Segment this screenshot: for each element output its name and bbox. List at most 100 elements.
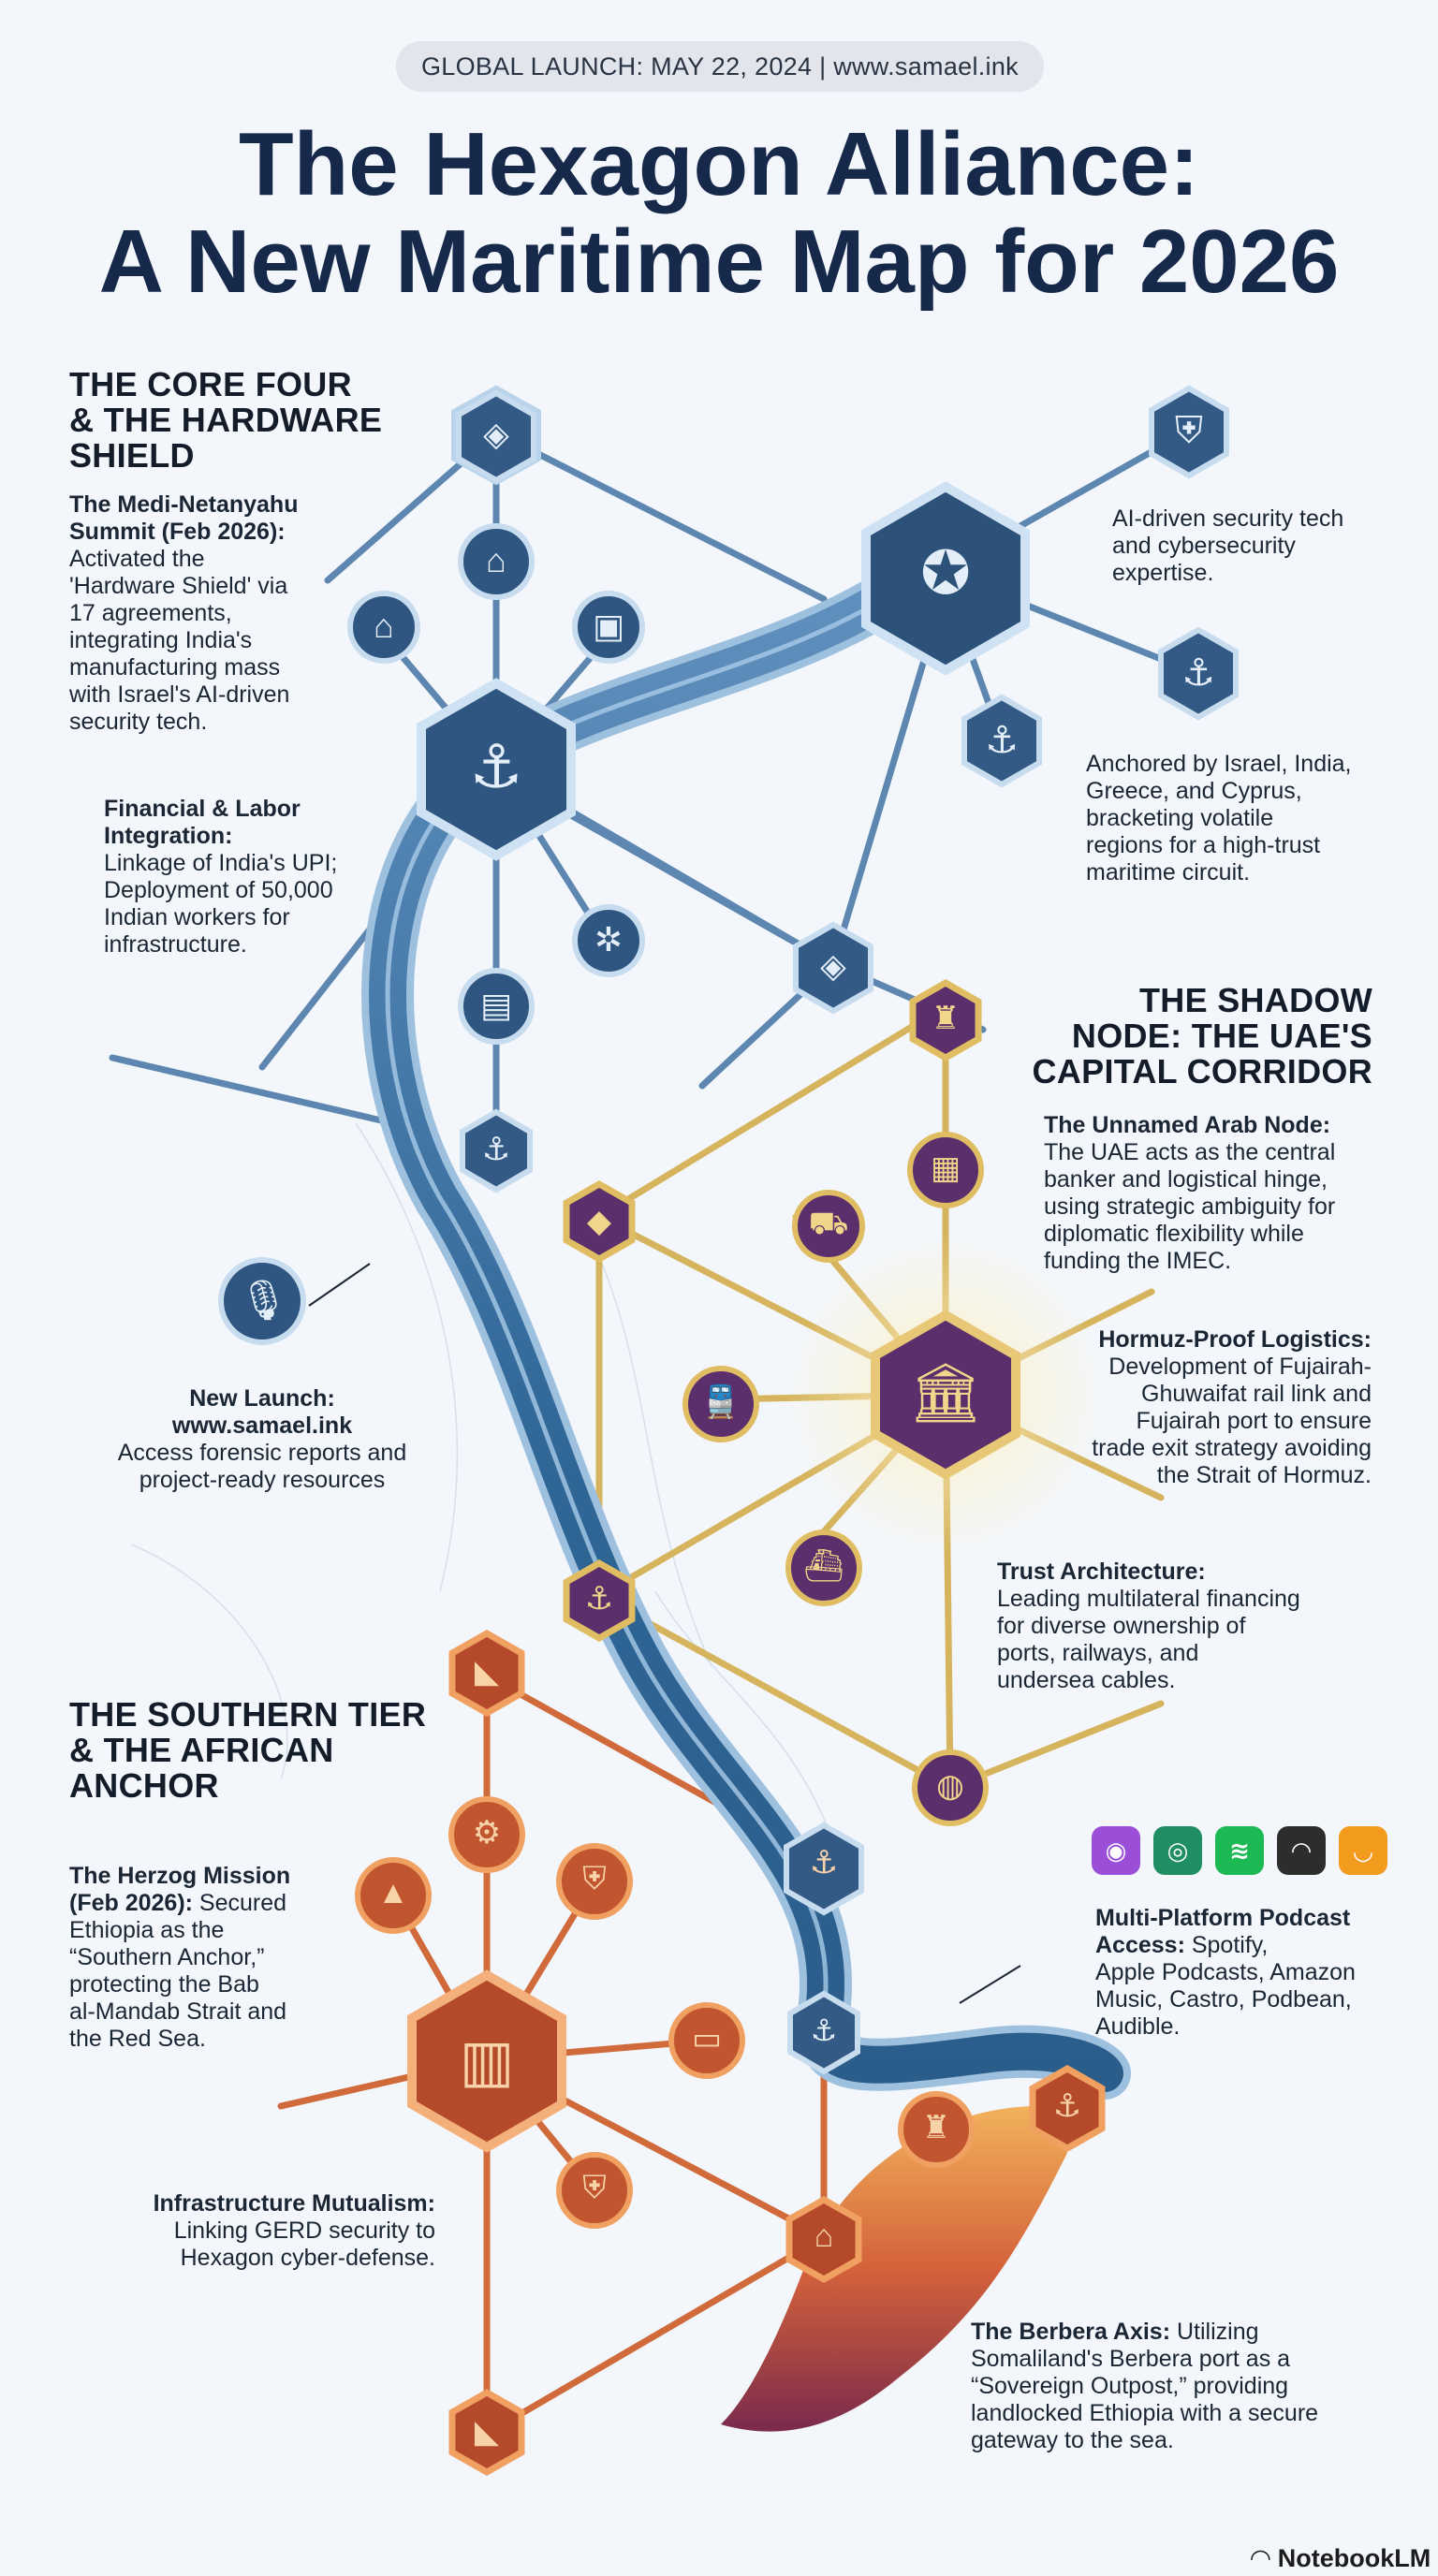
shield-check-icon: ⛨ [1175,410,1203,451]
shadow-heading-line2: NODE: THE UAE'S [1071,1017,1372,1055]
podcast-title-1: Multi-Platform Podcast [1095,1905,1351,1931]
herzog-body-line: protecting the Bab [69,1971,259,1998]
anchored-text-line: Anchored by Israel, India, [1086,751,1352,777]
cube-icon: ◈ [820,946,846,985]
summit-body-line: 'Hardware Shield' via [69,573,288,599]
southern-heading-line2: & THE AFRICAN [69,1731,334,1769]
shield-icon: ⛨ [582,1861,607,1896]
summit-body-line: Activated the [69,546,205,572]
brain-icon: ✪ [920,539,971,607]
anchored-text-line: bracketing volatile [1086,805,1274,831]
page-title-line2: A New Maritime Map for 2026 [98,212,1340,312]
ai-security-block: AI-driven security tech and cybersecurit… [1112,505,1393,587]
anchor-icon: ⚓ [481,1132,511,1167]
anchor-icon: ⚓ [809,1845,839,1881]
purple-circle-nodes [682,1132,989,1826]
summit-body-line: 17 agreements, [69,600,232,626]
bank-dollar-icon: 🏛 [908,1361,983,1426]
orange-circle-nodes [355,1796,975,2229]
africa-map-icon: ◣ [474,1654,500,1690]
anchor-icon: ⚓ [1052,2088,1082,2124]
cube-icon: ◈ [483,415,509,453]
apple-podcasts-icon[interactable]: ◉ [1092,1826,1140,1875]
capital-corridor-hub [871,1310,1020,1480]
herzog-body-line: Ethiopia as the [69,1917,225,1943]
podbean-icon[interactable]: ◠ [1277,1826,1326,1875]
core-heading: THE CORE FOUR & THE HARDWARE SHIELD [69,367,382,474]
unnamed-body-line: using strategic ambiguity for [1044,1193,1336,1220]
new-launch-block: New Launch: www.samael.ink Access forens… [84,1385,440,1494]
trust-block: Trust Architecture: Leading multilateral… [997,1559,1372,1694]
building-icon: ♜ [931,1001,961,1036]
monitor-icon: ▭ [691,2021,723,2056]
anchored-text-line: maritime circuit. [1086,859,1251,886]
unnamed-title: The Unnamed Arab Node: [1044,1112,1331,1138]
document-icon: ▤ [479,986,512,1024]
summit-body-line: security tech. [69,709,208,735]
diamond-icon: ◆ [586,1204,612,1239]
berbera-body-line: “Sovereign Outpost,” providing [971,2373,1289,2399]
globe-icon: ◍ [936,1768,964,1804]
factory-icon: ⌂ [814,2218,834,2254]
purple-hex-nodes [563,978,982,1643]
infra-body-line: Hexagon cyber-defense. [180,2245,435,2271]
ai-text-line: AI-driven security tech [1112,505,1344,532]
page-title-line1: The Hexagon Alliance: [239,114,1199,214]
africa-map-icon: ◣ [474,2414,500,2450]
unnamed-body-line: funding the IMEC. [1044,1248,1232,1274]
dam-icon: ▥ [459,2029,515,2094]
shadow-heading-line1: THE SHADOW [1139,981,1372,1019]
chip-icon: ▣ [592,607,624,645]
factory-icon: ⌂ [486,541,506,579]
financial-block: Financial & Labor Integration: Linkage o… [104,796,404,959]
shield-check-icon: ⛨ [582,2170,607,2205]
anchor-icon: ⚓ [810,2013,838,2047]
notebooklm-brand: ◠NotebookLM [1251,2544,1438,2573]
berbera-block: The Berbera Axis: Utilizing Somaliland's… [971,2319,1401,2454]
spotify-icon[interactable]: ≋ [1215,1826,1264,1875]
brand-label: NotebookLM [1277,2544,1431,2572]
hardware-shield-hub [417,678,576,861]
infra-body-line: Linking GERD security to [173,2217,435,2244]
african-anchor-hub [407,1969,566,2153]
launch-title-2[interactable]: www.samael.ink [171,1412,353,1439]
financial-body-line: infrastructure. [104,931,247,958]
notebooklm-logo-icon: ◠ [1251,2544,1270,2572]
southern-heading-line3: ANCHOR [69,1766,219,1805]
launch-body-line: Access forensic reports and [117,1440,407,1466]
herzog-title-2: (Feb 2026): [69,1890,193,1916]
hormuz-title: Hormuz-Proof Logistics: [1098,1326,1372,1353]
anchored-text-line: regions for a high-trust [1086,832,1321,858]
castro-icon[interactable]: ◎ [1153,1826,1202,1875]
unnamed-node-block: The Unnamed Arab Node: The UAE acts as t… [1044,1112,1400,1275]
summit-body-line: with Israel's AI-driven [69,681,290,708]
podcast-first-tail: Spotify, [1184,1932,1269,1958]
infra-title: Infrastructure Mutualism: [153,2190,435,2217]
herzog-body-line: “Southern Anchor,” [69,1944,265,1970]
anchor-icon: ⚓ [985,720,1019,761]
trust-body-line: Leading multilateral financing [997,1586,1300,1612]
financial-body-line: Linkage of India's UPI; [104,850,338,876]
hormuz-body-line: Ghuwaifat rail link and [1141,1381,1372,1407]
audible-icon[interactable]: ◡ [1339,1826,1387,1875]
infra-block: Infrastructure Mutualism: Linking GERD s… [89,2190,435,2272]
ship-icon: ⛴ [803,1548,844,1584]
herzog-block: The Herzog Mission (Feb 2026): Secured E… [69,1863,369,2053]
shadow-heading: THE SHADOW NODE: THE UAE'S CAPITAL CORRI… [992,983,1372,1090]
anchored-text-line: Greece, and Cyprus, [1086,778,1302,804]
berbera-body-line: landlocked Ethiopia with a secure [971,2400,1319,2426]
factory-icon: ⌂ [374,607,394,645]
core-heading-line3: SHIELD [69,436,195,475]
microphone-icon: 🎙 [239,1278,289,1322]
herzog-title-tail: Secured [192,1890,287,1916]
launch-title-1: New Launch: [189,1385,335,1412]
podcast-app-icons: ◉ ◎ ≋ ◠ ◡ [1092,1826,1387,1875]
gear-icon: ⚙ [472,1815,502,1851]
orange-hex-nodes [448,1629,1106,2477]
hormuz-body-line: trade exit strategy avoiding [1092,1435,1372,1461]
trust-title: Trust Architecture: [997,1559,1206,1585]
summit-block: The Medi-Netanyahu Summit (Feb 2026): Ac… [69,491,378,736]
anchor-icon: ⚓ [1181,652,1215,694]
berbera-first: Utilizing [1170,2319,1259,2345]
